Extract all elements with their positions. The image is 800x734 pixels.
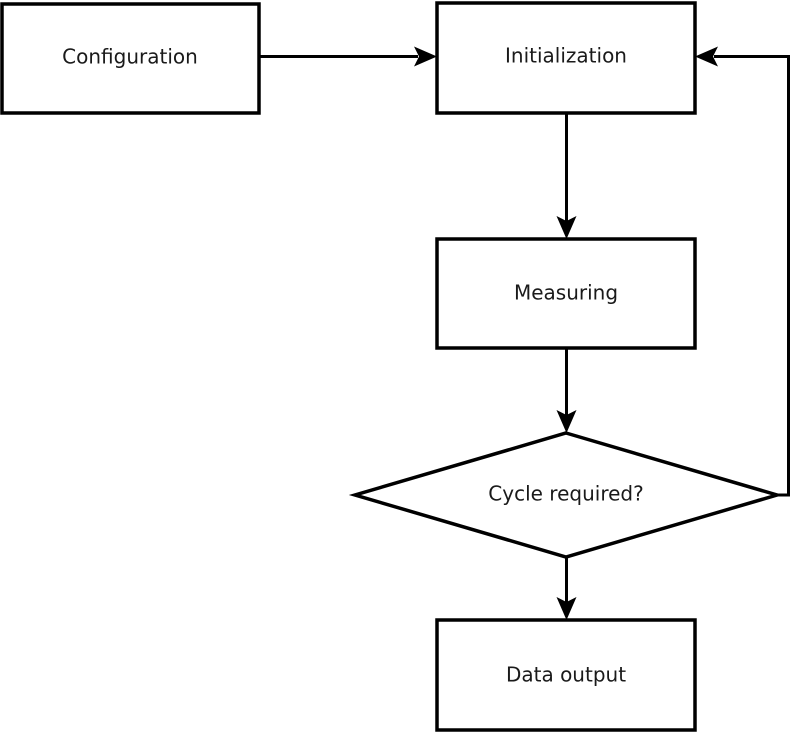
arrow-head-into-initialization-right (695, 46, 718, 67)
node-measuring-box[interactable] (435, 237, 697, 350)
node-cycle-required-diamond[interactable] (348, 431, 784, 559)
arrow-head-into-cycle-required (556, 410, 577, 433)
node-configuration-label: Configuration (62, 45, 198, 69)
edge-cycle-required-to-data-output (556, 557, 577, 620)
node-initialization-box[interactable] (435, 1, 697, 115)
node-cycle-required-label: Cycle required? (488, 482, 643, 506)
edge-cycle-required-to-initialization (695, 46, 790, 497)
node-initialization[interactable]: Initialization (435, 1, 697, 115)
node-measuring[interactable]: Measuring (435, 237, 697, 350)
node-initialization-label: Initialization (505, 44, 627, 68)
arrow-head-into-data-output (556, 597, 577, 620)
arrow-head-into-measuring (556, 216, 577, 239)
node-measuring-label: Measuring (514, 281, 618, 305)
node-data-output[interactable]: Data output (435, 618, 697, 732)
node-cycle-required[interactable]: Cycle required? (348, 431, 784, 559)
arrow-head-into-initialization-left (414, 46, 437, 67)
node-configuration-box[interactable] (0, 2, 261, 115)
node-data-output-box[interactable] (435, 618, 697, 732)
node-data-output-label: Data output (506, 663, 626, 687)
node-configuration[interactable]: Configuration (0, 2, 261, 115)
edge-configuration-to-initialization (259, 46, 437, 67)
edge-measuring-to-cycle-required (556, 348, 577, 433)
edge-initialization-to-measuring (556, 113, 577, 239)
edge-line-cycle-required-initialization (714, 55, 790, 497)
